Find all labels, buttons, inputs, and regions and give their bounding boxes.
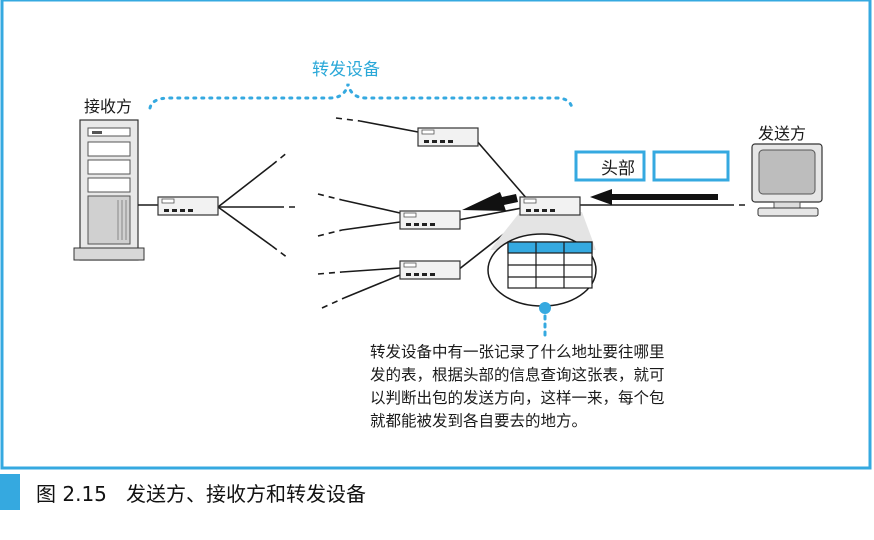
network-links-dashed bbox=[271, 117, 750, 309]
packet-header-label: 头部 bbox=[601, 159, 635, 179]
diagram-frame bbox=[0, 0, 872, 470]
figure-number: 图 2.15 bbox=[36, 482, 107, 506]
router-icon bbox=[399, 210, 461, 230]
figure-title: 发送方、接收方和转发设备 bbox=[125, 482, 366, 506]
forwarding-device-label: 转发设备 bbox=[312, 60, 380, 80]
incoming-arrow bbox=[590, 189, 718, 205]
callout-dot bbox=[539, 302, 551, 314]
routing-table-icon bbox=[507, 241, 593, 289]
packet-body-box bbox=[652, 150, 730, 182]
receiver-label: 接收方 bbox=[84, 97, 133, 116]
caption-accent-bar bbox=[0, 474, 20, 510]
packet-header-box bbox=[574, 150, 646, 182]
central-router-icon bbox=[519, 196, 581, 216]
outgoing-arrow bbox=[462, 192, 518, 211]
router-icon bbox=[399, 260, 461, 280]
receiver-server-icon bbox=[73, 119, 145, 261]
description-line: 转发设备中有一张记录了什么地址要往哪里 bbox=[370, 343, 665, 361]
sender-label: 发送方 bbox=[758, 124, 807, 143]
sender-computer-icon bbox=[751, 143, 823, 217]
figure-caption: 图 2.15 发送方、接收方和转发设备 bbox=[36, 478, 366, 507]
description-text: 转发设备中有一张记录了什么地址要往哪里 发的表，根据头部的信息查询这张表，就可 … bbox=[370, 341, 730, 433]
description-line: 以判断出包的发送方向，这样一来，每个包 bbox=[370, 389, 665, 407]
network-links bbox=[138, 120, 728, 299]
description-line: 发的表，根据头部的信息查询这张表，就可 bbox=[370, 366, 665, 384]
router-icon bbox=[157, 196, 219, 216]
description-line: 就都能被发到各自要去的地方。 bbox=[370, 412, 588, 430]
router-icon bbox=[417, 127, 479, 147]
forwarding-brace bbox=[148, 83, 574, 110]
